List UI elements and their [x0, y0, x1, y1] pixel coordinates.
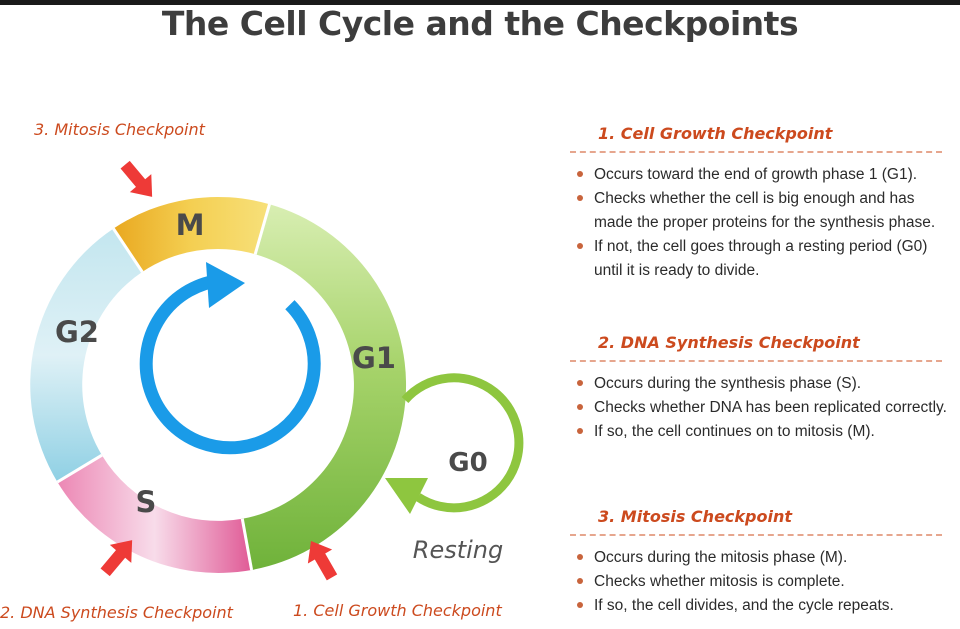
- dashed-divider: [570, 151, 942, 153]
- dna-checkpoint-label: 2. DNA Synthesis Checkpoint: [0, 603, 233, 622]
- phase-label-s: S: [136, 485, 157, 519]
- phase-label-g2: G2: [55, 315, 99, 349]
- resting-label: Resting: [413, 536, 503, 564]
- dashed-divider: [570, 360, 942, 362]
- list-item: Checks whether DNA has been replicated c…: [574, 396, 955, 420]
- m-phase-segment: [113, 196, 270, 272]
- resting-loop-icon: [385, 373, 524, 514]
- list-item: Occurs during the mitosis phase (M).: [574, 546, 955, 570]
- dashed-divider: [570, 534, 942, 536]
- list-item: Checks whether the cell is big enough an…: [574, 187, 955, 235]
- g1-phase-segment: [242, 204, 407, 570]
- top-bar: [0, 0, 960, 5]
- growth-checkpoint-arrow-icon: [307, 540, 338, 581]
- section-title: 2. DNA Synthesis Checkpoint: [598, 333, 860, 352]
- phase-label-m: M: [176, 208, 205, 242]
- page-title: The Cell Cycle and the Checkpoints: [161, 4, 799, 43]
- mitosis-checkpoint-section: 3. Mitosis Checkpoint Occurs during the …: [570, 507, 955, 618]
- list-item: If not, the cell goes through a resting …: [574, 235, 955, 283]
- dna-checkpoint-section: 2. DNA Synthesis Checkpoint Occurs durin…: [570, 333, 955, 444]
- list-item: Checks whether mitosis is complete.: [574, 570, 955, 594]
- phase-label-g1: G1: [352, 341, 396, 375]
- s-phase-segment: [57, 455, 252, 573]
- mitosis-checkpoint-arrow-icon: [120, 160, 153, 197]
- section-title: 3. Mitosis Checkpoint: [598, 507, 793, 526]
- list-item: Occurs during the synthesis phase (S).: [574, 372, 955, 396]
- phase-label-g0: G0: [448, 448, 487, 478]
- growth-checkpoint-section: 1. Cell Growth Checkpoint Occurs toward …: [570, 124, 955, 283]
- mitosis-checkpoint-label: 3. Mitosis Checkpoint: [34, 120, 205, 139]
- dna-checkpoint-arrow-icon: [100, 540, 133, 577]
- growth-checkpoint-label: 1. Cell Growth Checkpoint: [293, 601, 502, 620]
- list-item: If so, the cell divides, and the cycle r…: [574, 594, 955, 618]
- list-item: If so, the cell continues on to mitosis …: [574, 420, 955, 444]
- list-item: Occurs toward the end of growth phase 1 …: [574, 163, 955, 187]
- g2-phase-segment: [30, 228, 143, 482]
- cycle-arrow-icon: [139, 262, 321, 455]
- section-title: 1. Cell Growth Checkpoint: [598, 124, 833, 143]
- cell-cycle-diagram: M G1 G2 S G0 Resting: [30, 160, 524, 581]
